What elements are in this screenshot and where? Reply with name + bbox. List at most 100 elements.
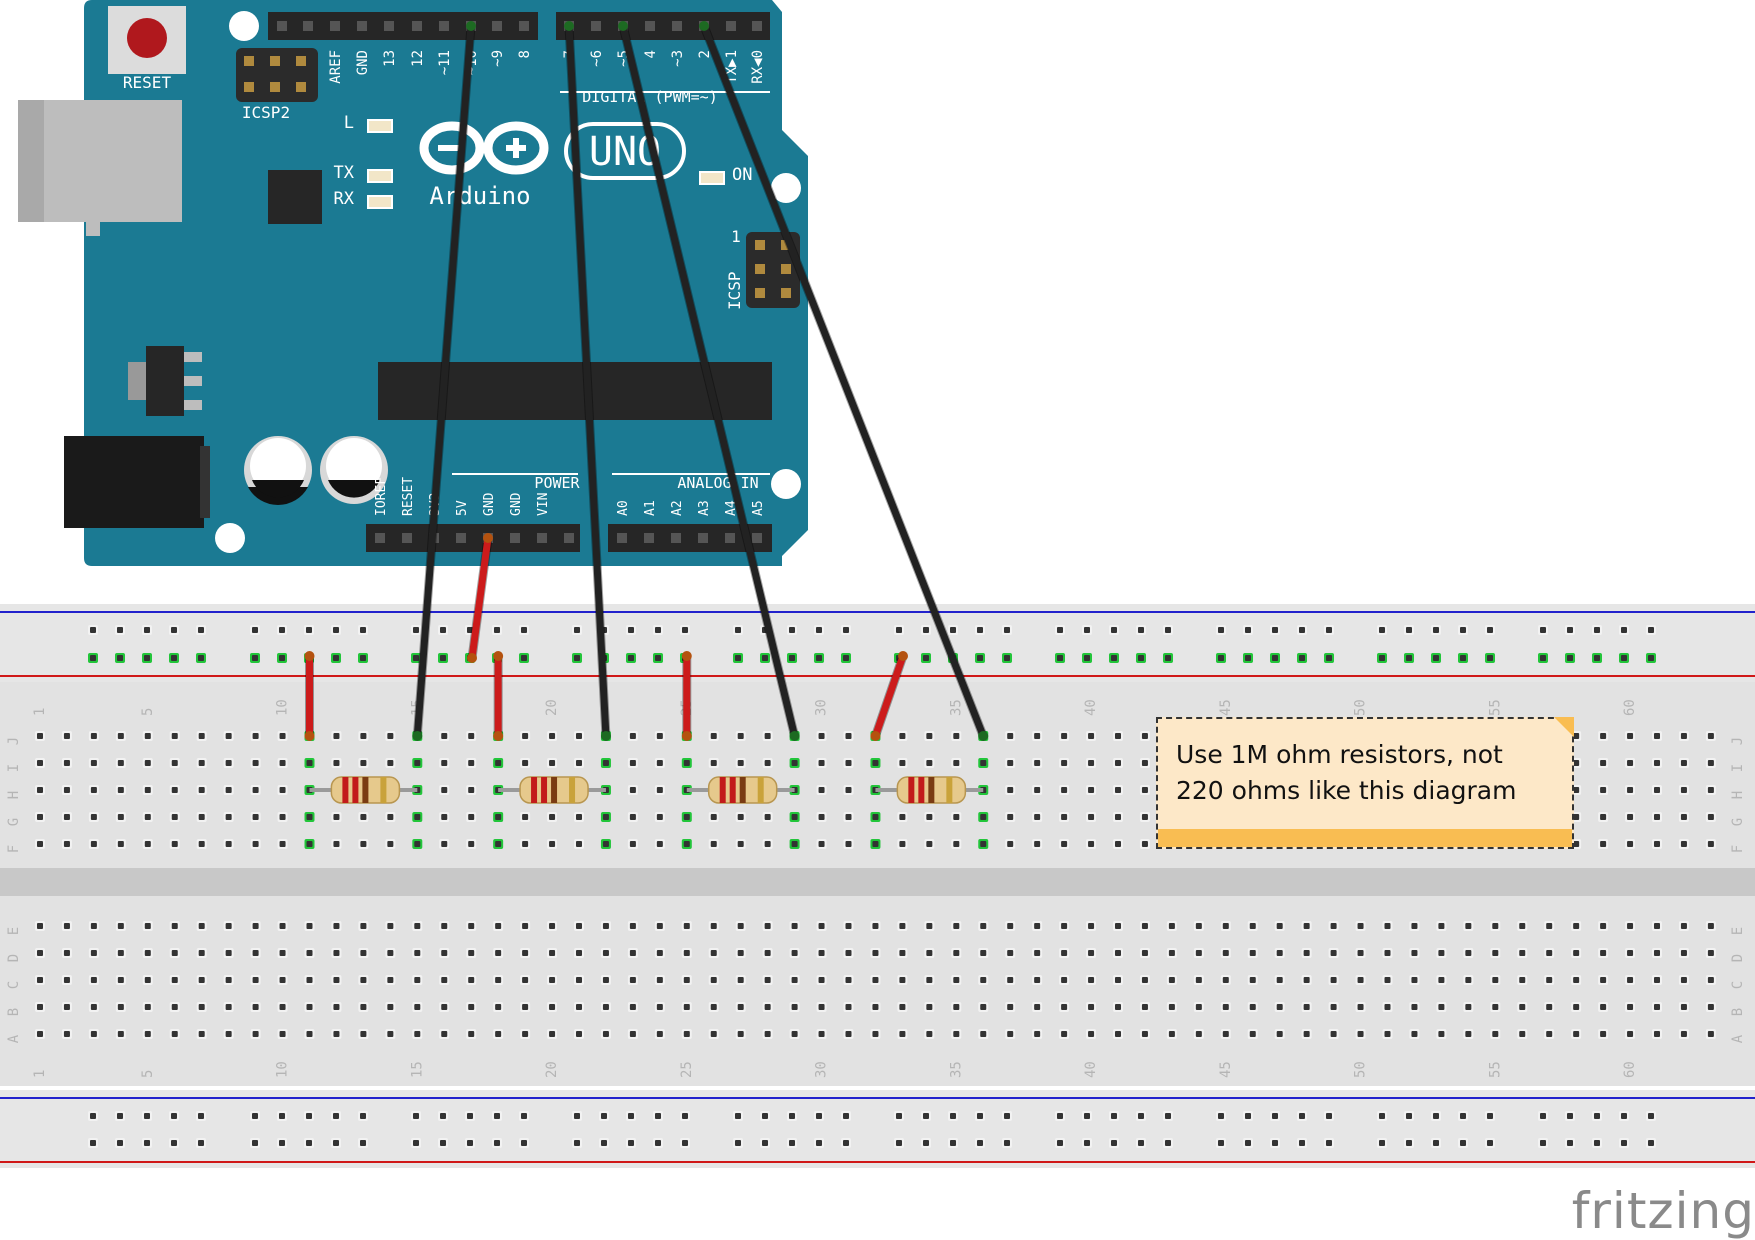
- breadboard-hole-center: [90, 787, 97, 793]
- breadboard-hole-center: [90, 950, 97, 956]
- breadboard-hole-center: [791, 814, 798, 820]
- signal-wire-pin-7[interactable]: [564, 21, 611, 741]
- breadboard-hole-center: [1600, 760, 1607, 766]
- resistor: [498, 776, 606, 804]
- power-jumper-wire[interactable]: [493, 651, 504, 741]
- breadboard-hole-center: [414, 1031, 421, 1037]
- breadboard-hole-center: [953, 760, 960, 766]
- breadboard-hole-center: [737, 950, 744, 956]
- breadboard-hole-center: [1600, 950, 1607, 956]
- regulator-tab: [128, 362, 146, 400]
- column-number: 50: [1353, 1061, 1369, 1078]
- header-hole: [402, 533, 412, 543]
- column-number: 55: [1487, 1061, 1503, 1078]
- power-jumper-wire[interactable]: [681, 651, 692, 741]
- breadboard-hole-center: [735, 1140, 741, 1146]
- analog-pin-label: A2: [670, 500, 685, 516]
- signal-wire-pin-4[interactable]: [618, 21, 800, 741]
- breadboard-hole-center: [360, 841, 367, 847]
- breadboard-hole-center: [1654, 977, 1660, 983]
- breadboard-hole-center: [872, 977, 879, 983]
- breadboard-hole-center: [414, 760, 421, 766]
- breadboard-hole-center: [764, 950, 771, 956]
- row-letter: G: [6, 818, 22, 826]
- arduino-board: [84, 0, 808, 566]
- breadboard-hole-center: [980, 950, 987, 956]
- breadboard-hole-center: [1648, 1140, 1654, 1146]
- breadboard-hole-center: [1115, 760, 1121, 766]
- wire-end: [681, 731, 692, 741]
- breadboard: 1155101015152020252530303535404045455050…: [0, 604, 1755, 1168]
- signal-wire-pin-8[interactable]: [412, 21, 476, 741]
- breadboard-hole-center: [1438, 1031, 1445, 1037]
- status-led: [367, 119, 393, 133]
- breadboard-hole-center: [629, 950, 636, 956]
- breadboard-hole-center: [1627, 733, 1634, 739]
- column-number: 35: [948, 1061, 964, 1078]
- breadboard-hole-center: [764, 814, 771, 820]
- power-jumper-wire[interactable]: [870, 651, 908, 741]
- breadboard-labels: 1155101015152020252530303535404045455050…: [6, 699, 1746, 1078]
- breadboard-hole-center: [629, 760, 636, 766]
- breadboard-hole-center: [629, 814, 636, 820]
- breadboard-hole-center: [789, 655, 795, 661]
- breadboard-hole-center: [413, 627, 419, 633]
- breadboard-hole-center: [37, 977, 43, 983]
- header-hole: [456, 533, 466, 543]
- breadboard-hole-center: [1330, 1004, 1337, 1010]
- 5v-supply-wire[interactable]: [467, 533, 493, 663]
- breadboard-hole-center: [628, 1113, 634, 1119]
- breadboard-hole-center: [306, 627, 312, 633]
- breadboard-hole-center: [1707, 814, 1714, 820]
- mounting-hole: [215, 523, 245, 553]
- breadboard-hole-center: [63, 1004, 70, 1010]
- breadboard-hole-center: [225, 760, 232, 766]
- breadboard-hole-center: [1326, 627, 1332, 633]
- digital-pin-label: GND: [355, 50, 371, 75]
- breadboard-hole-center: [872, 760, 879, 766]
- breadboard-hole-center: [306, 977, 313, 983]
- power-pin-label: GND: [482, 492, 497, 516]
- resistor-band: [362, 777, 369, 803]
- resistor-band: [719, 777, 726, 803]
- breadboard-hole-center: [360, 733, 367, 739]
- breadboard-hole-center: [1034, 1031, 1041, 1037]
- breadboard-hole-center: [1088, 787, 1095, 793]
- breadboard-hole-center: [1034, 977, 1041, 983]
- breadboard-hole-center: [1303, 1031, 1310, 1037]
- column-number: 60: [1622, 1061, 1638, 1078]
- breadboard-hole-center: [1034, 1004, 1041, 1010]
- breadboard-hole-center: [1326, 655, 1332, 661]
- breadboard-hole-center: [279, 655, 285, 661]
- power-jumper-wire[interactable]: [304, 651, 315, 741]
- breadboard-hole-center: [333, 814, 340, 820]
- sticky-note[interactable]: Use 1M ohm resistors, not 220 ohms like …: [1156, 717, 1574, 849]
- breadboard-hole-center: [1600, 923, 1607, 929]
- breadboard-hole-center: [764, 841, 771, 847]
- column-number: 55: [1487, 699, 1503, 716]
- breadboard-hole-center: [1465, 923, 1472, 929]
- breadboard-hole-center: [764, 760, 771, 766]
- breadboard-hole-center: [629, 787, 636, 793]
- bottom-pin-labels: IOREFRESET3V35VGNDGNDVINA0A1A2A3A4A5: [374, 477, 766, 516]
- signal-wire-pin-2[interactable]: [699, 21, 989, 741]
- breadboard-hole-center: [279, 950, 286, 956]
- breadboard-hole-center: [1057, 655, 1063, 661]
- breadboard-hole-center: [522, 841, 529, 847]
- breadboard-hole-center: [1218, 655, 1224, 661]
- usb-port: [18, 100, 182, 222]
- breadboard-hole-center: [1141, 733, 1148, 739]
- breadboard-hole-center: [495, 923, 502, 929]
- top-power-rail: [0, 604, 1755, 682]
- breadboard-hole-center: [1330, 977, 1337, 983]
- breadboard-hole-center: [414, 950, 421, 956]
- breadboard-hole-center: [1492, 1031, 1499, 1037]
- digital-pin-label: ~3: [670, 50, 686, 67]
- breadboard-hole-center: [953, 733, 960, 739]
- row-letter: I: [1730, 764, 1746, 772]
- power-pin-label: VIN: [536, 493, 551, 516]
- breadboard-hole-center: [468, 1031, 475, 1037]
- breadboard-hole-center: [1379, 655, 1385, 661]
- breadboard-hole-center: [1034, 841, 1041, 847]
- breadboard-hole-center: [522, 733, 529, 739]
